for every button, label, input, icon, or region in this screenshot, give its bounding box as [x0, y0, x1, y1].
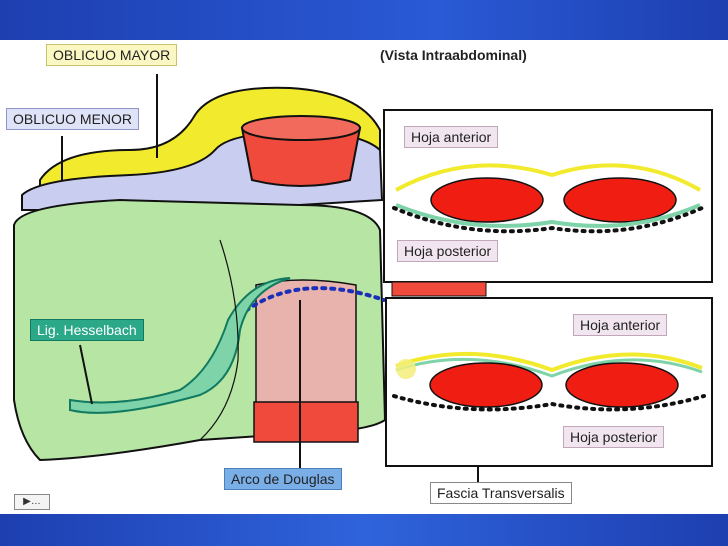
recto-top-ellipse	[241, 115, 361, 141]
hesselbach-leader	[79, 344, 93, 405]
slide-top-bar	[0, 0, 728, 40]
panel-top-recto-right	[563, 177, 677, 223]
label-hesselbach: Lig. Hesselbach	[30, 319, 144, 341]
label-bottom-hoja-anterior: Hoja anterior	[573, 314, 668, 336]
panel-bottom-recto-right	[565, 362, 679, 408]
slide-bottom-bar	[0, 514, 728, 546]
label-bottom-hoja-posterior: Hoja posterior	[563, 426, 665, 448]
connector-block	[391, 281, 487, 297]
slide-nav-icon[interactable]: ▶…	[14, 494, 50, 510]
panel-bottom-green-sheath	[395, 357, 703, 378]
pointer-cursor	[396, 359, 416, 379]
hesselbach-band	[69, 277, 291, 414]
panel-bottom-fascia-dots	[392, 394, 706, 412]
label-arco-douglas: Arco de Douglas	[224, 468, 342, 490]
panel-top-posterior-sheath	[395, 203, 701, 228]
label-top-hoja-posterior: Hoja posterior	[397, 240, 499, 262]
recto-bottom-block	[253, 401, 359, 443]
fascia-curve	[199, 239, 239, 441]
label-vista: (Vista Intraabdominal)	[380, 47, 527, 63]
panel-top-anterior-sheath	[395, 163, 701, 192]
panel-bottom-recto-left	[429, 362, 543, 408]
recto-upper-shape	[240, 127, 362, 187]
panel-bottom-anterior-sheath	[395, 351, 703, 373]
label-top-hoja-anterior: Hoja anterior	[404, 126, 499, 148]
label-oblicuo-mayor: OBLICUO MAYOR	[46, 44, 178, 66]
panel-top-recto-left	[430, 177, 544, 223]
label-oblicuo-menor: OBLICUO MENOR	[6, 108, 140, 130]
panel-top-fascia-dots	[392, 206, 704, 234]
label-fascia: Fascia Transversalis	[430, 482, 572, 504]
